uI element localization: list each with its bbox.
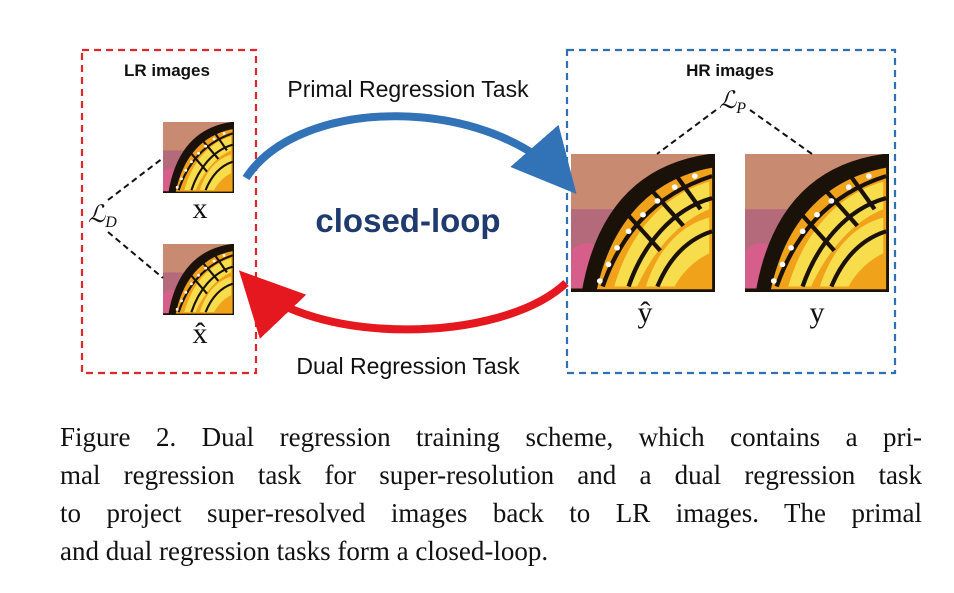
lr-image-x <box>163 122 234 193</box>
label-x: x <box>193 192 208 225</box>
dual-regression-label: Dual Regression Task <box>296 353 520 379</box>
loss-p-symbol: ℒP <box>719 88 746 117</box>
lr-image-xhat <box>163 244 234 315</box>
loss-d-line-top <box>107 157 164 201</box>
dual-arrow <box>238 270 569 339</box>
caption-line-3: to project super-resolved images back to… <box>60 498 922 528</box>
primal-regression-label: Primal Regression Task <box>287 76 529 102</box>
loss-p-line-right <box>749 109 813 155</box>
loss-d-symbol: ℒD <box>88 202 117 231</box>
loss-d-subscript: D <box>104 214 117 231</box>
hr-images-box <box>565 48 897 375</box>
lr-images-title: LR images <box>124 61 210 80</box>
hr-image-y <box>745 154 889 292</box>
loss-d-line-bottom <box>107 231 164 279</box>
caption-line-1: Figure 2. Dual regression training schem… <box>60 422 922 452</box>
loss-p-subscript: P <box>735 100 746 117</box>
loss-p-line-left <box>656 109 717 155</box>
closed-loop-label: closed-loop <box>315 202 500 239</box>
primal-arrow <box>242 112 577 195</box>
caption-line-4: and dual regression tasks form a closed-… <box>60 536 549 566</box>
caption-line-2: mal regression task for super-resolution… <box>60 460 922 490</box>
hr-image-yhat <box>571 154 715 292</box>
hr-images-title: HR images <box>686 61 774 80</box>
figure-caption: Figure 2. Dual regression training schem… <box>60 418 922 570</box>
lr-images-box <box>80 48 258 375</box>
label-xhat: x̂ <box>193 317 208 350</box>
label-y: y <box>810 296 825 329</box>
label-yhat: ŷ <box>638 296 653 329</box>
